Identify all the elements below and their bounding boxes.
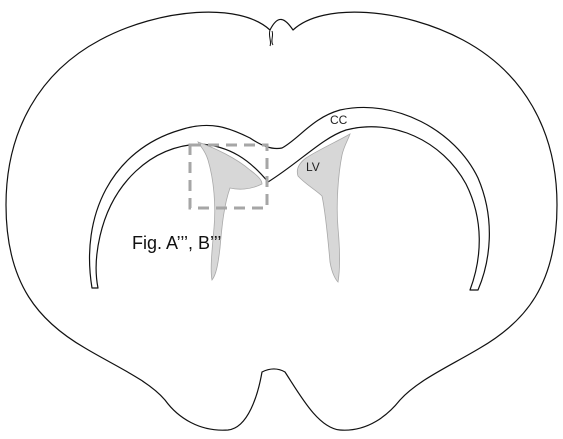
brain-outline	[6, 12, 557, 430]
figure-reference-label: Fig. A’’’, B’’’	[132, 233, 221, 253]
cc-label: CC	[330, 113, 348, 127]
lv-label: LV	[306, 160, 320, 174]
